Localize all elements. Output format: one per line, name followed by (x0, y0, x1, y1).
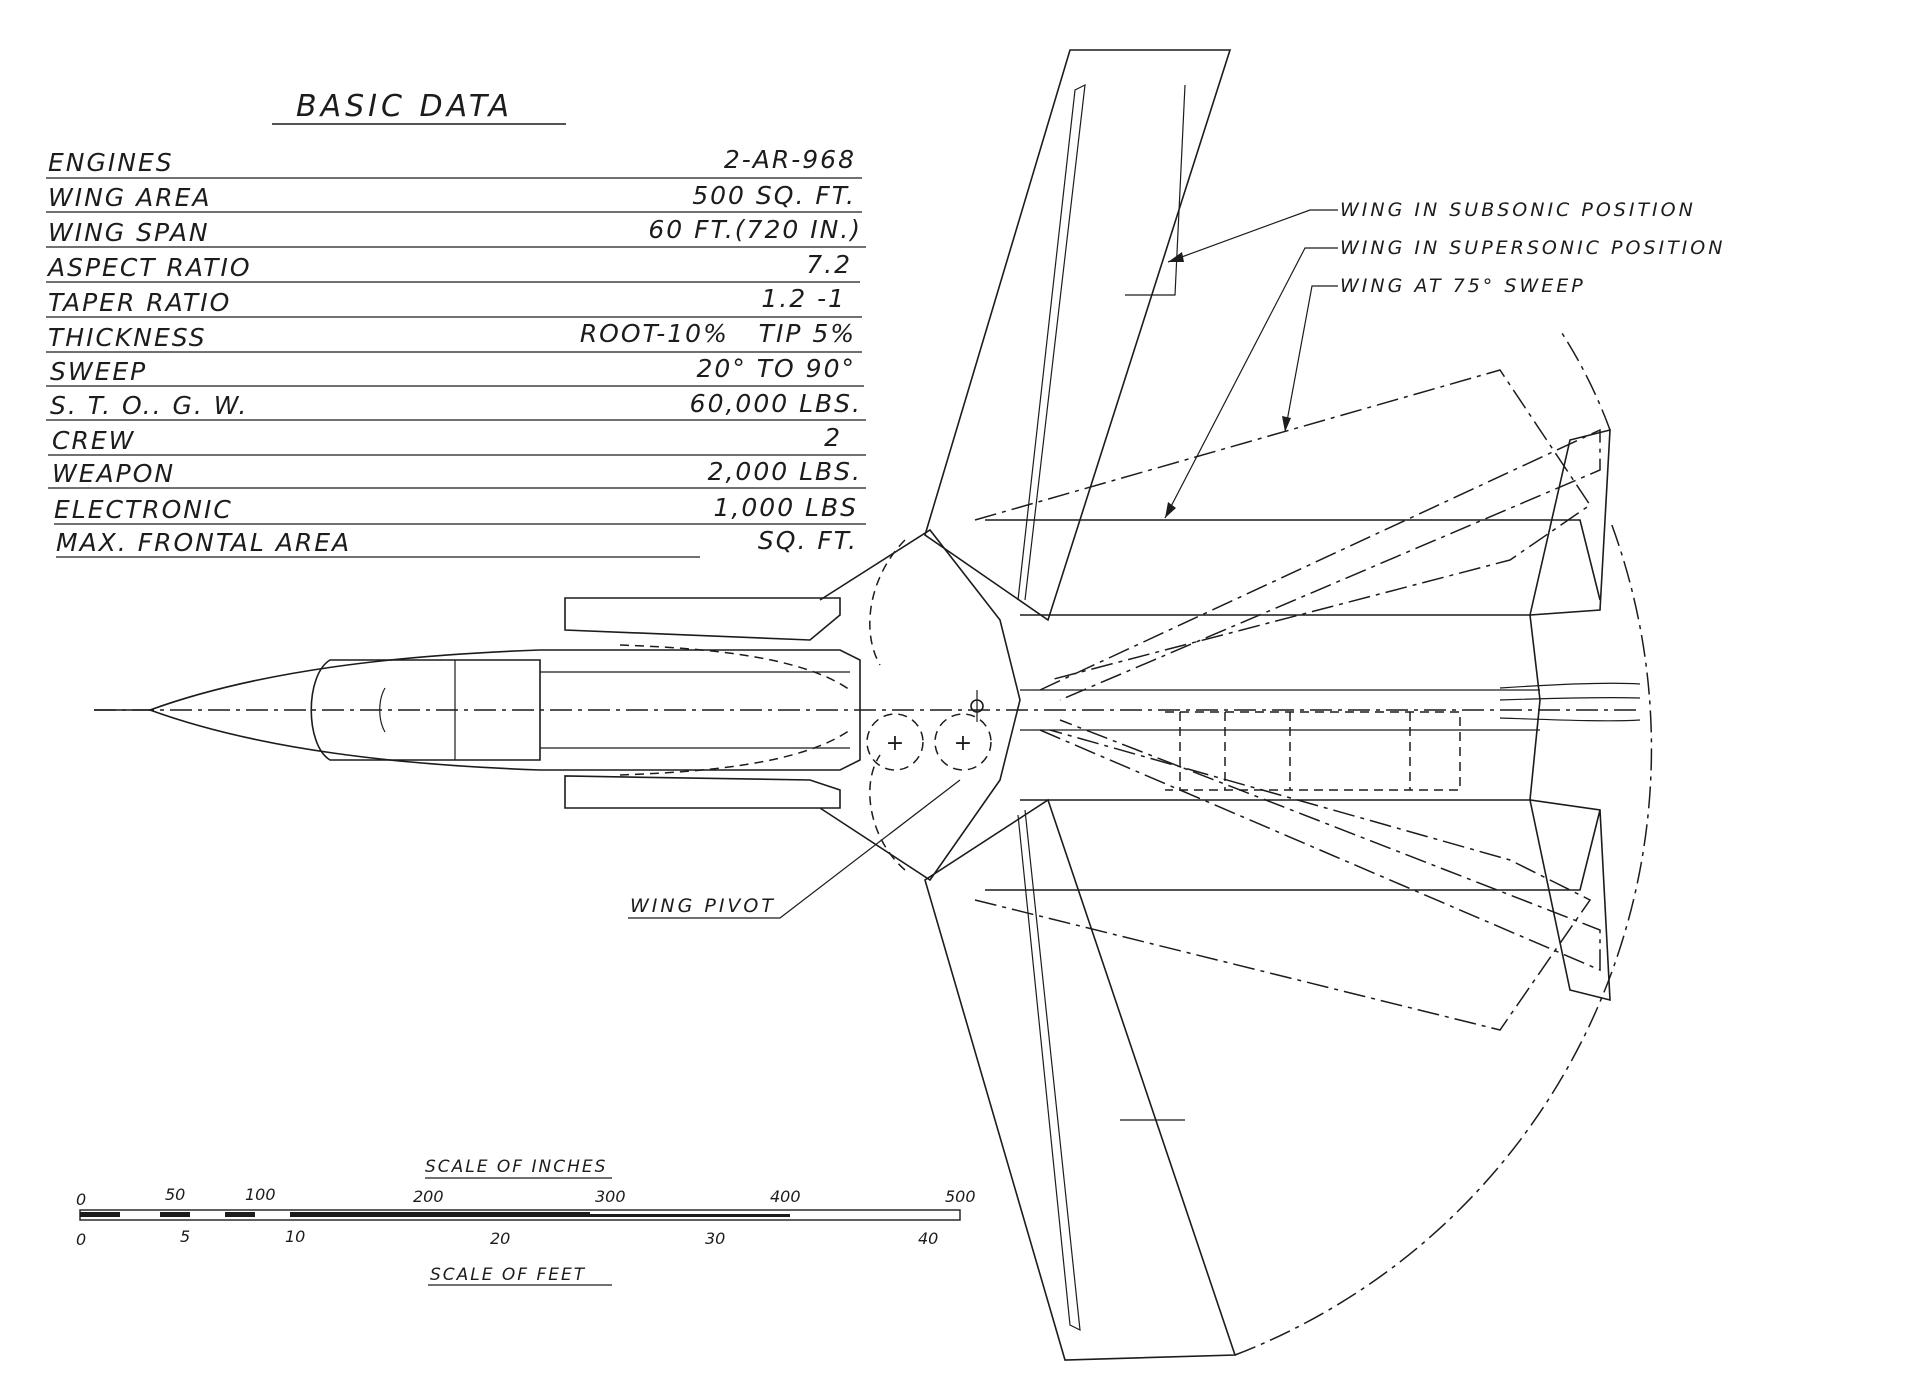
scale-feet-title: SCALE OF FEET (430, 1265, 586, 1285)
row-value-wing-span: 60 FT.(720 IN.) (648, 215, 862, 244)
arrowhead (1282, 416, 1291, 432)
row-label-wing-span: WING SPAN (48, 218, 210, 247)
wing-subsonic-upper-rib (1125, 84, 1186, 296)
row-value-max-frontal-area: SQ. FT. (758, 526, 858, 555)
leader-subsonic (1167, 209, 1338, 263)
row-value-taper-ratio: 1.2 -1 (761, 284, 846, 313)
callout-75-sweep: WING AT 75° SWEEP (1340, 275, 1586, 297)
wing-supersonic-upper (974, 369, 1592, 681)
scale-bar-segment (160, 1212, 190, 1217)
row-value-electronic: 1,000 LBS (714, 493, 858, 522)
feet-tick-40: 40 (918, 1229, 938, 1248)
wing-glove (819, 528, 1021, 882)
row-value-aspect-ratio: 7.2 (806, 250, 852, 279)
glove-arc-dashed (869, 539, 906, 666)
wing-supersonic-lower (974, 729, 1592, 1031)
feet-tick-5: 5 (180, 1227, 190, 1246)
callout-wing-pivot: WING PIVOT (630, 895, 776, 917)
feet-tick-30: 30 (705, 1229, 725, 1248)
callout-subsonic: WING IN SUBSONIC POSITION (1340, 199, 1696, 221)
row-value-crew: 2 (824, 423, 842, 452)
row-value-thickness: ROOT-10% TIP 5% (580, 319, 856, 348)
canopy-arc (379, 687, 386, 733)
row-label-electronic: ELECTRONIC (54, 495, 233, 524)
row-label-thickness: THICKNESS (48, 323, 207, 352)
row-value-engines: 2-AR-968 (724, 145, 856, 174)
leader-75-sweep (1284, 285, 1338, 433)
basic-data-title: BASIC DATA (296, 89, 513, 124)
tailpipe-dashed (1165, 711, 1461, 791)
engine-right (934, 713, 992, 771)
wing-sweep-arc-upper (1559, 329, 1611, 431)
scale-inches-title: SCALE OF INCHES (425, 1157, 607, 1177)
duct-dashed (619, 729, 851, 776)
engine-left (866, 713, 924, 771)
row-label-engines: ENGINES (48, 148, 174, 177)
scale-bar-segment (80, 1212, 120, 1217)
basic-data-table: BASIC DATA ENGINES 2-AR-968 WING AREA 50… (46, 89, 866, 558)
inch-tick-500: 500 (945, 1187, 976, 1206)
duct-dashed (619, 644, 851, 691)
lower-intake (564, 775, 841, 809)
row-label-wing-area: WING AREA (48, 183, 211, 212)
lower-stabilizer (1528, 799, 1611, 1002)
upper-intake (564, 597, 841, 641)
supersonic-edge-line (985, 519, 1601, 601)
row-label-crew: CREW (52, 426, 135, 455)
inch-tick-0: 0 (76, 1190, 86, 1209)
wing-75-sweep-upper (1039, 428, 1601, 701)
fuselage-outline (147, 649, 861, 771)
glove-arc-dashed (869, 754, 906, 871)
nose-compartment (310, 659, 541, 761)
scale-bar-segment (225, 1212, 255, 1217)
inch-tick-400: 400 (770, 1187, 801, 1206)
row-label-sweep: SWEEP (50, 357, 147, 386)
scale-bar-segment (590, 1214, 790, 1217)
engine-center-mark: + (886, 731, 904, 756)
inch-tick-200: 200 (413, 1187, 444, 1206)
inch-tick-100: 100 (245, 1185, 276, 1204)
wing-subsonic-upper-flap (1017, 83, 1086, 601)
row-label-aspect-ratio: ASPECT RATIO (46, 253, 252, 282)
feet-tick-0: 0 (76, 1230, 86, 1249)
row-label-max-frontal-area: MAX. FRONTAL AREA (56, 528, 351, 557)
leader-supersonic (1164, 247, 1338, 519)
row-label-weapon: WEAPON (52, 459, 175, 488)
supersonic-edge-line (985, 809, 1601, 891)
aircraft: + + (94, 49, 1653, 1361)
scale-bars: SCALE OF INCHES 0 50 100 200 300 400 500… (76, 1157, 976, 1286)
exhaust-line (1499, 682, 1641, 689)
feet-tick-10: 10 (285, 1227, 305, 1246)
row-value-sweep: 20° TO 90° (697, 354, 856, 383)
wing-subsonic-upper (924, 49, 1232, 622)
callout-supersonic: WING IN SUPERSONIC POSITION (1340, 237, 1725, 259)
inch-tick-300: 300 (595, 1187, 626, 1206)
wing-subsonic-lower (924, 798, 1237, 1361)
engine-center-mark: + (954, 731, 972, 756)
feet-tick-20: 20 (490, 1229, 510, 1248)
arrowhead (1165, 502, 1176, 518)
scale-bar-segment (290, 1212, 590, 1217)
arrowhead (1168, 252, 1184, 262)
row-label-taper-ratio: TAPER RATIO (48, 288, 231, 317)
exhaust-line (1499, 717, 1641, 722)
wing-sweep-arc (1234, 519, 1653, 1356)
row-value-wing-area: 500 SQ. FT. (692, 181, 856, 210)
row-value-weapon: 2,000 LBS. (708, 457, 862, 486)
callouts: WING IN SUBSONIC POSITION WING IN SUPERS… (628, 199, 1725, 919)
wing-75-sweep-lower (1039, 719, 1601, 972)
wing-subsonic-lower-flap (1017, 809, 1081, 1332)
aft-fuselage (1020, 614, 1541, 801)
leader-wing-pivot (628, 779, 961, 919)
row-value-stogw: 60,000 LBS. (690, 389, 862, 418)
exhaust-line (1499, 697, 1641, 701)
row-label-stogw: S. T. O.. G. W. (50, 391, 248, 420)
inch-tick-50: 50 (165, 1185, 185, 1204)
